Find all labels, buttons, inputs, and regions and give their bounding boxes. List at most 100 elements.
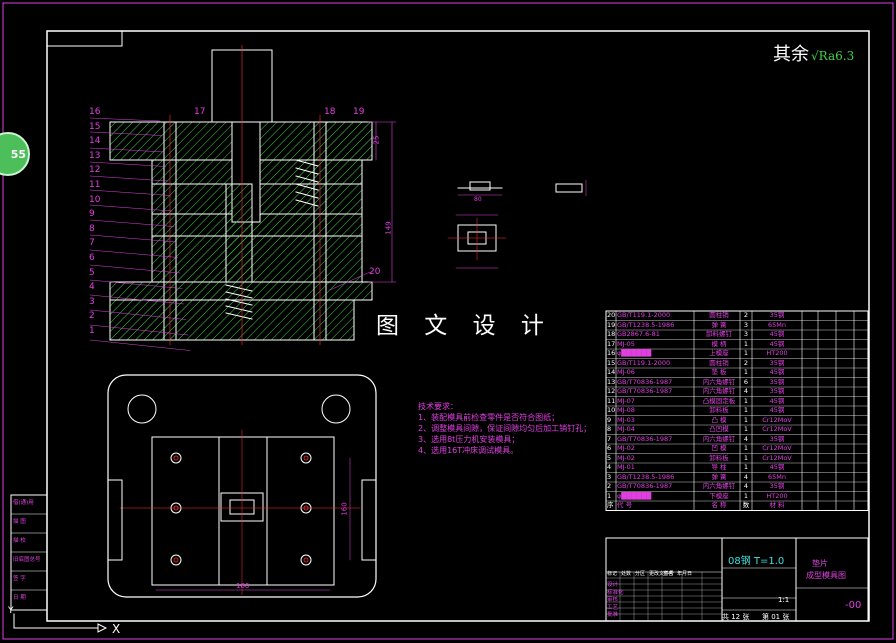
bom-cell-mat: 材 料 (769, 501, 785, 509)
axis-x-arrow (97, 623, 108, 633)
bom-cell-mat: 35钢 (769, 311, 785, 319)
bom-cell-name: 下模座 (709, 491, 729, 500)
part-number-left: 6 (89, 253, 95, 263)
bom-cell-qty: 1 (743, 396, 749, 405)
bom-cell-qty: 1 (743, 425, 749, 433)
bom-cell-no: 13 (607, 377, 615, 386)
bom-cell-mat: 35钢 (769, 387, 785, 395)
part-view (555, 183, 583, 193)
leader-line (89, 161, 167, 167)
bom-cell-name: 名 称 (711, 501, 727, 509)
dimension-top-plate: 25 (372, 135, 381, 145)
bom-cell-name: 凸凹模 (709, 425, 729, 433)
part-number-left: 1 (89, 326, 95, 336)
bom-cell-no: 17 (607, 339, 615, 348)
bom-cell-qty: 4 (743, 472, 749, 481)
bom-cell-name: 内六角螺钉 (702, 387, 736, 395)
bom-cell-no: 8 (607, 425, 612, 433)
title-sheet-no: 第 01 张 (762, 613, 790, 621)
die-plan-outline (151, 436, 335, 586)
leader-line (89, 309, 187, 320)
bom-cell-code: MJ-08 (617, 406, 635, 414)
left-side-label: 借(通)用 (13, 500, 34, 506)
bom-cell-qty: 6 (743, 377, 749, 386)
leader-line (89, 279, 183, 289)
bom-cell-name: 凸模固定板 (702, 396, 736, 405)
revision-header: 标记 (607, 571, 618, 577)
bom-cell-no: 10 (607, 406, 615, 414)
bom-cell-name: 垫 板 (711, 368, 727, 376)
bom-cell-no: 6 (607, 444, 612, 452)
guide-bush-right (321, 394, 351, 424)
notes-title: 技术要求： (418, 402, 458, 411)
bom-frame (605, 310, 869, 511)
title-drawing-name: 成型模具图 (806, 571, 846, 580)
bom-cell-name: 卸料板 (709, 453, 729, 462)
dimension-height-total: 149 (384, 221, 393, 235)
dimension-plan-width: 180 (236, 582, 250, 590)
screw-hole-center (173, 455, 179, 461)
part-number-left: 8 (89, 223, 95, 234)
dimension-plan-height: 160 (340, 502, 349, 516)
bom-cell-code: MJ-03 (617, 415, 635, 424)
guide-bush-left (127, 394, 157, 424)
watermark-stamp: 图 文 设 计 (376, 313, 553, 339)
bom-cell-no: 14 (607, 368, 615, 376)
bom-cell-no: 7 (607, 434, 612, 443)
revision-header: 年月日 (677, 571, 693, 577)
leader-line (89, 234, 177, 243)
leader-line (89, 294, 185, 305)
die-block (151, 235, 363, 283)
side-slot (107, 479, 123, 561)
part-number-left: 3 (89, 296, 95, 307)
bom-cell-qty: 1 (743, 339, 749, 348)
left-info-strip (10, 494, 48, 611)
title-sheet-total: 共 12 张 (722, 613, 750, 621)
title-drawing-no: -00 (845, 600, 862, 611)
spring-coil (225, 312, 253, 320)
screw-hole (170, 554, 182, 566)
bom-cell-qty: 1 (743, 349, 749, 357)
bom-header-row: 序代 号名 称数材 料 (606, 501, 868, 511)
left-side-label: 描 校 (13, 538, 26, 544)
leader-line (89, 249, 179, 258)
sign-label: 标准化 (607, 589, 624, 596)
screw-hole (170, 452, 182, 464)
part-number-left: 4 (89, 282, 95, 293)
punch-center (225, 183, 253, 283)
leader-line (89, 219, 175, 227)
screw-hole-center (303, 455, 309, 461)
title-block-frame (605, 537, 869, 622)
title-part-name: 垫片 (812, 559, 828, 568)
sign-label: 工艺 (607, 604, 619, 611)
bom-cell-code: GB/T1238.5-1986 (617, 320, 675, 329)
bom-cell-name: 卸料板 (709, 406, 729, 414)
part-number-left: 13 (89, 150, 101, 161)
bom-cell-no: 11 (607, 396, 615, 405)
part-number-left: 11 (89, 180, 101, 190)
spring-coil (295, 159, 319, 167)
bom-cell-mat: 35钢 (769, 358, 785, 367)
left-side-label: 旧底图总号 (13, 557, 41, 563)
bom-cell-qty: 3 (743, 330, 749, 338)
notes-item: 2、调整模具间隙，保证间隙均匀后加工销钉孔； (418, 424, 592, 433)
bom-cell-no: 19 (607, 320, 615, 329)
revision-header: 更改文件号 (649, 571, 675, 577)
bom-cell-code: MJ-07 (617, 396, 635, 405)
bom-cell-no: 序 (607, 501, 614, 509)
bom-cell-name: 内六角螺钉 (702, 434, 736, 443)
bom-cell-mat: HT200 (766, 491, 788, 500)
